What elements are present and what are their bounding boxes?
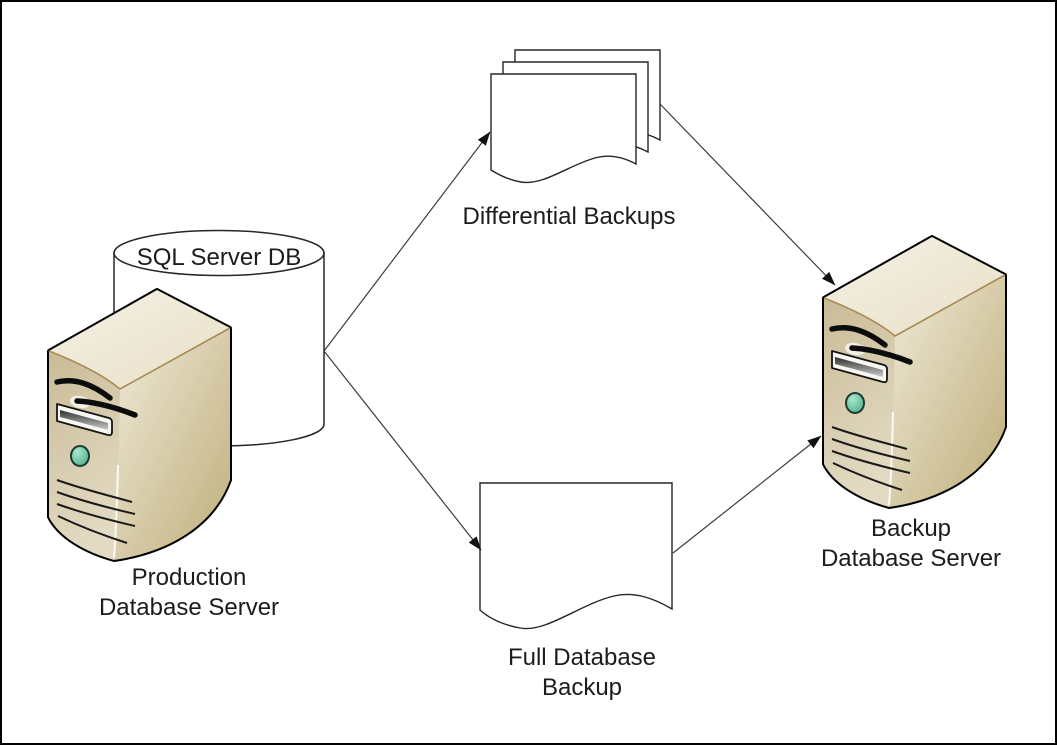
backup-server-icon [824, 237, 1005, 507]
backup-server-label: Backup Database Server [820, 515, 1002, 572]
sql-db-label: SQL Server DB [136, 244, 302, 271]
document-icon [479, 482, 673, 630]
full-backup-label: Full Database Backup [507, 644, 657, 701]
differential-backups-label: Differential Backups [462, 203, 676, 230]
arrow-fullbackup-to-backupserver [672, 435, 822, 554]
arrow-sqldb-to-fullbackup [323, 350, 482, 551]
edges [323, 103, 836, 554]
arrow-sqldb-to-differential [323, 131, 491, 352]
production-server-icon [49, 290, 230, 560]
production-server-label: Production Database Server [98, 564, 280, 621]
arrow-differential-to-backupserver [659, 103, 836, 286]
document-stack-icon [490, 49, 661, 184]
